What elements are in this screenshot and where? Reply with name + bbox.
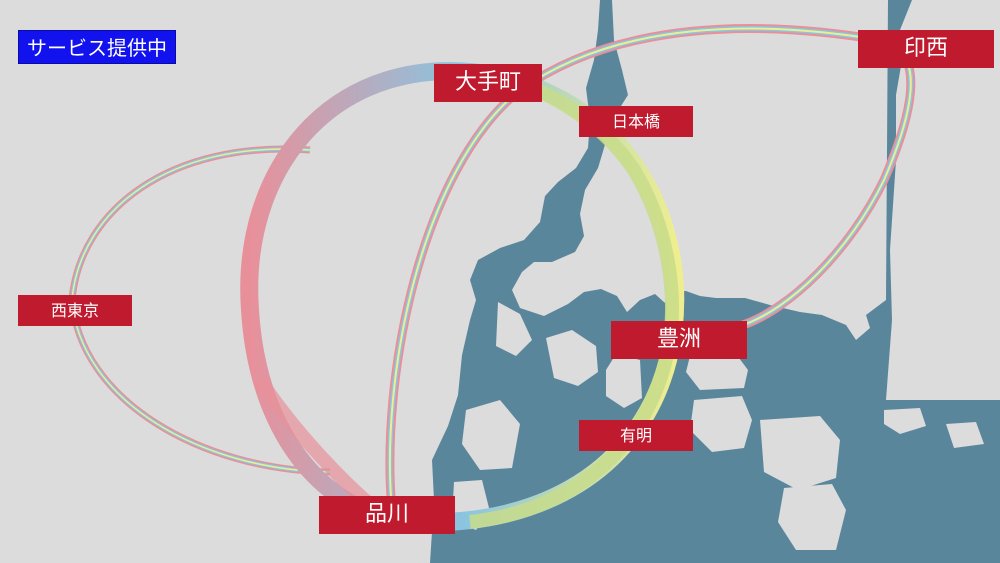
- station-ariake[interactable]: 有明: [579, 420, 693, 451]
- station-nihonbashi[interactable]: 日本橋: [579, 106, 693, 137]
- bay-islands: [452, 302, 984, 550]
- status-badge: サービス提供中: [18, 30, 176, 64]
- station-shinagawa[interactable]: 品川: [319, 496, 455, 534]
- station-nishitokyo[interactable]: 西東京: [18, 295, 132, 326]
- inzai-loop: [385, 23, 916, 511]
- bay-water: [430, 0, 1000, 563]
- station-otemachi[interactable]: 大手町: [434, 64, 542, 102]
- station-toyosu[interactable]: 豊洲: [611, 321, 747, 359]
- station-inzai[interactable]: 印西: [858, 30, 994, 68]
